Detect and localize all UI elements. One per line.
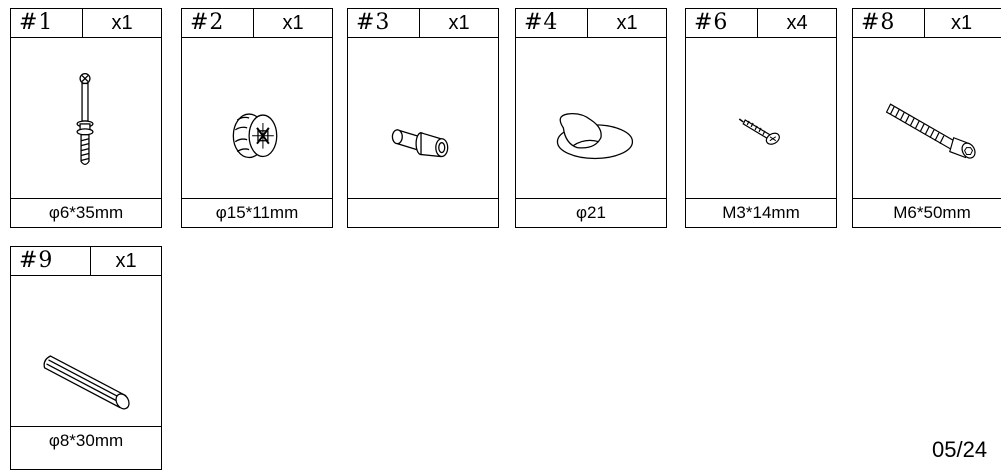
part-quantity: x1 <box>616 12 638 34</box>
part-card-header: #2 x1 <box>182 9 332 38</box>
part-card-header: #4 x1 <box>516 9 666 38</box>
small-screw-icon <box>686 38 836 199</box>
part-card-4: #4 x1 φ21 <box>515 8 667 228</box>
part-card-header: #8 x1 <box>853 9 1001 38</box>
part-number: #9 <box>11 247 91 275</box>
part-size: M3*14mm <box>686 198 836 227</box>
part-size <box>348 198 498 227</box>
cam-lock-icon <box>182 38 332 199</box>
part-card-header: #3 x1 <box>348 9 498 38</box>
shelf-pin-icon <box>348 38 498 199</box>
cam-bolt-icon <box>11 38 161 199</box>
part-card-2: #2 x1 φ15*11mm <box>181 8 333 228</box>
part-number: #3 <box>348 9 420 37</box>
part-card-header: #9 x1 <box>11 247 161 276</box>
part-number: #2 <box>182 9 254 37</box>
part-card-8: #8 x1 M6*50mm <box>852 8 1001 228</box>
part-card-9: #9 x1 φ8*30mm <box>10 246 162 470</box>
part-size: φ8*30mm <box>11 426 161 455</box>
part-card-header: #1 x1 <box>11 9 161 38</box>
part-quantity: x1 <box>951 12 973 34</box>
part-size: M6*50mm <box>853 198 1001 227</box>
part-number: #6 <box>686 9 758 37</box>
part-size: φ21 <box>516 198 666 227</box>
hex-bolt-icon <box>853 38 1001 199</box>
part-number: #1 <box>11 9 83 37</box>
part-quantity: x1 <box>448 12 470 34</box>
part-card-3: #3 x1 <box>347 8 499 228</box>
part-number: #8 <box>853 9 925 37</box>
part-card-6: #6 x4 M3*14mm <box>685 8 837 228</box>
part-card-1: #1 x1 φ6*35mm <box>10 8 162 228</box>
part-quantity: x1 <box>115 250 137 272</box>
part-number: #4 <box>516 9 588 37</box>
part-quantity: x4 <box>786 12 808 34</box>
cap-cover-icon <box>516 38 666 199</box>
part-card-header: #6 x4 <box>686 9 836 38</box>
part-quantity: x1 <box>111 12 133 34</box>
page-number: 05/24 <box>932 437 988 462</box>
part-quantity: x1 <box>282 12 304 34</box>
part-size: φ15*11mm <box>182 198 332 227</box>
wood-dowel-icon <box>11 276 161 437</box>
part-size: φ6*35mm <box>11 198 161 227</box>
